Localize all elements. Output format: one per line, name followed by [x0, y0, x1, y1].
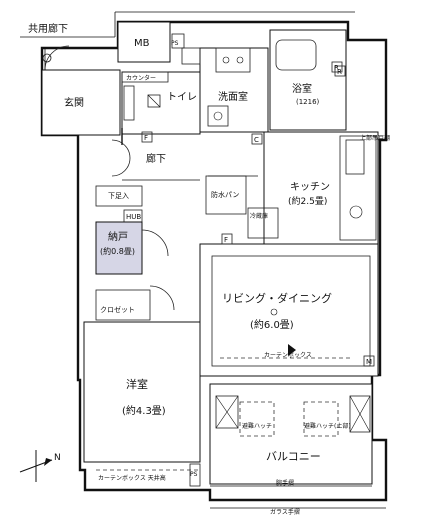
washroom-label: 洗面室 [218, 90, 248, 103]
markers: M F R [221, 61, 375, 367]
common-corridor-label: 共用廊下 [28, 22, 68, 35]
mb-ps-area: MB PS [117, 21, 185, 63]
m-label: M [366, 358, 372, 366]
ps-label-top: PS [171, 40, 179, 47]
water-pan-label: 防水パン [211, 190, 239, 199]
kitchen-f-label: F [224, 236, 228, 244]
hallway-f-label: F [144, 134, 148, 142]
glass-rail-label: ガラス手摺 [270, 508, 300, 516]
curtain-box-note: カーテンボックス 天井高 [98, 474, 166, 482]
western-room-size-label: (約4.3畳) [122, 404, 166, 417]
living-dining: リビング・ダイニング (約6.0畳) カーテンボックス [199, 243, 379, 377]
balcony: 避難ハッチ 避難ハッチ(上部) バルコニー 腕手摺 ガラス手摺 PS [189, 383, 386, 516]
north-label: N [54, 453, 61, 463]
hallway: 廊下 F [111, 131, 200, 181]
evac-ladder-label: 避難ハッチ(上部) [304, 422, 351, 430]
entrance-label: 玄関 [64, 96, 84, 109]
r-label-top: R [334, 64, 339, 72]
bath-label: 浴室 [292, 82, 312, 95]
shoe-box-label: 下足入 [108, 192, 129, 200]
toilet-area: カウンター トイレ [121, 71, 201, 145]
toilet-label: トイレ [167, 92, 197, 103]
bath-size-label: (1216) [296, 98, 320, 106]
kitchen-label: キッチン [290, 181, 330, 193]
entrance: 玄関 [41, 45, 121, 136]
ps-label-bottom: PS [190, 471, 198, 478]
living-dining-size-label: (約6.0畳) [250, 318, 294, 331]
hub-label: HUB [126, 213, 141, 221]
washroom: 洗面室 [181, 47, 269, 133]
closet-label: クロゼット [100, 305, 135, 314]
balcony-label: バルコニー [266, 450, 321, 463]
mb-label: MB [134, 38, 150, 49]
kitchen-c-label: C [254, 136, 259, 144]
storeroom-fill [95, 221, 143, 275]
evac-hatch-label: 避難ハッチ [242, 422, 272, 430]
handrail-label: 腕手摺 [276, 479, 294, 487]
fridge-label: 冷蔵庫 [250, 212, 268, 220]
storeroom-area: 下足入 HUB 納戸 (約0.8畳) [95, 185, 169, 275]
kitchen: キッチン (約2.5畳) 上部吊戸棚 C 冷蔵庫 防水パン [205, 131, 390, 245]
kitchen-size-label: (約2.5畳) [288, 195, 327, 207]
counter-label: カウンター [126, 74, 156, 82]
storeroom-size-label: (約0.8畳) [100, 246, 135, 256]
living-dining-label: リビング・ダイニング [222, 291, 332, 305]
storeroom-label: 納戸 [108, 230, 128, 243]
curtain-box-label: カーテンボックス [264, 351, 312, 359]
hallway-label: 廊下 [146, 152, 166, 165]
bath: 浴室 (1216) R [269, 29, 347, 131]
mb-room [117, 21, 171, 63]
common-corridor: 共用廊下 [20, 11, 355, 38]
western-room: クロゼット 洋室 (約4.3畳) カーテンボックス 天井高 [83, 285, 201, 482]
western-room-label: 洋室 [126, 377, 148, 391]
upper-cabinet-label: 上部吊戸棚 [360, 134, 390, 142]
compass-icon: N [19, 450, 61, 482]
